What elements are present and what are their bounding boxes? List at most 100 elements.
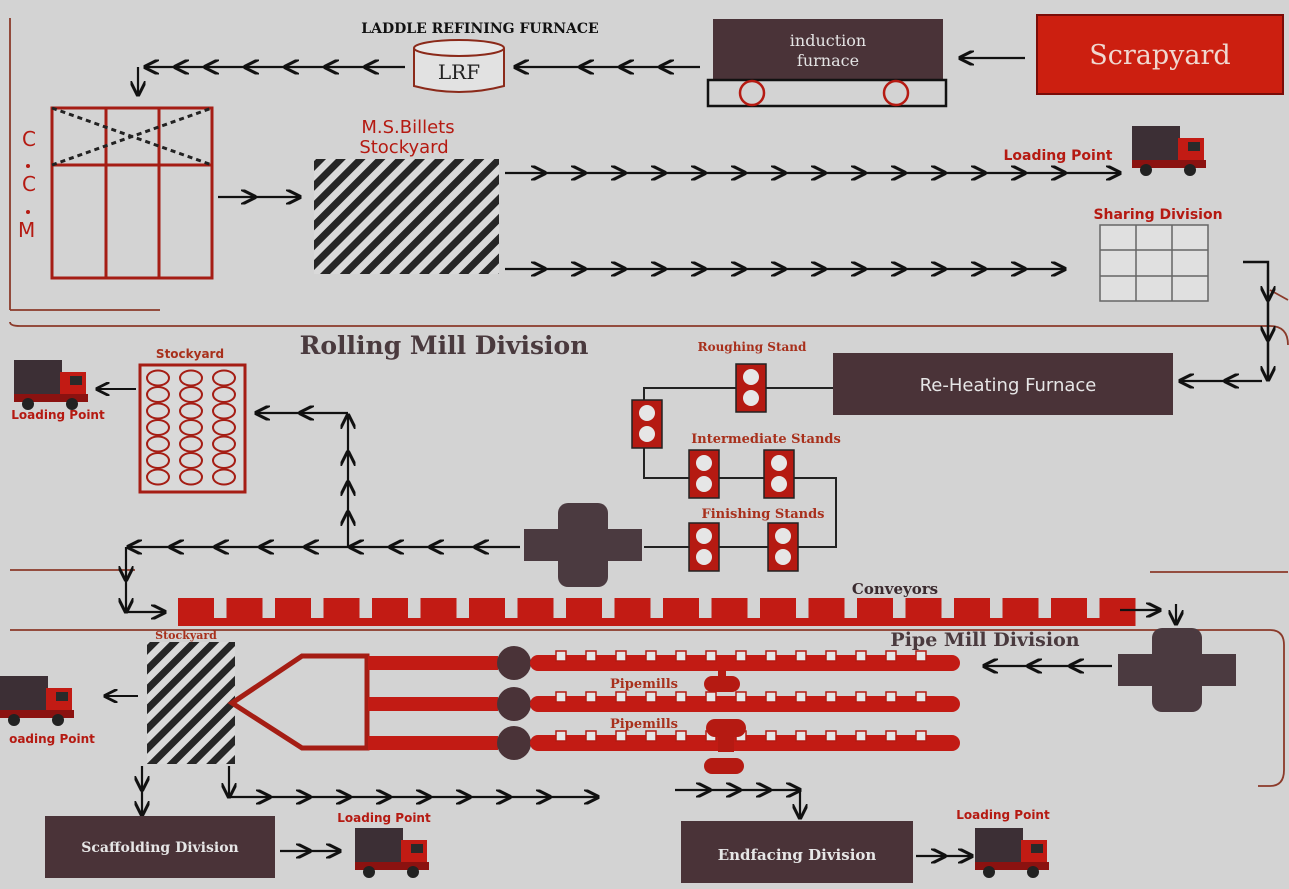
endfacing-division-box [681, 821, 913, 883]
pipemill-funnel [227, 653, 370, 751]
coil-icon [179, 435, 203, 453]
coil-icon [146, 386, 170, 403]
coil-icon [179, 402, 203, 420]
ccm-letter-c2: C [22, 172, 36, 196]
pipe-tooth [705, 650, 717, 662]
truck-icon-pipe [0, 676, 74, 726]
pipe-tooth [825, 691, 837, 703]
conveyor-base [178, 618, 1114, 626]
pipe-feed [368, 656, 498, 670]
billets-title-2: Stockyard [359, 137, 448, 158]
pipe-tooth [795, 730, 807, 742]
sharing-division-label: Sharing Division [1093, 207, 1222, 223]
rolling-output-arrows [126, 413, 520, 612]
intermediate-stands-label: Intermediate Stands [691, 432, 841, 447]
coil-icon [146, 452, 170, 469]
pipe-tooth [885, 650, 897, 662]
ccm-letter-c1: C [22, 127, 36, 151]
rolling-mill-title: Rolling Mill Division [300, 331, 589, 360]
pipe-roller [497, 687, 531, 721]
coil-icon [212, 435, 236, 453]
billets-stockyard-hatch [314, 159, 499, 274]
scaffolding-division-box [45, 816, 275, 878]
lrf-heading: LADDLE REFINING FURNACE [361, 21, 598, 37]
rolling-stockyard-label: Stockyard [156, 347, 224, 361]
endfacing-division-label: Endfacing Division [718, 846, 877, 864]
pipe-tooth [855, 650, 867, 662]
stand-wiring [643, 387, 837, 548]
roughing-stand-label: Roughing Stand [698, 340, 807, 354]
pipe-roller [497, 646, 531, 680]
pipe-tooth [825, 730, 837, 742]
finishing-stand-1 [688, 522, 720, 572]
coil-icon [212, 468, 236, 486]
reheating-furnace-box [833, 353, 1173, 415]
pipe-tooth [765, 650, 777, 662]
pipe-tooth [555, 691, 567, 703]
pipe-tooth [585, 650, 597, 662]
coil-icon [179, 386, 203, 403]
coil-icon [146, 419, 170, 436]
coil-icon [212, 402, 236, 420]
pipe-stockyard-hatch [147, 642, 235, 764]
pipe-tooth [885, 730, 897, 742]
pipe-feed [368, 736, 498, 750]
conveyor-belt [178, 598, 1136, 626]
truck-icon-rolling [14, 360, 88, 410]
intermediate-stand-1 [688, 449, 720, 499]
pipemills-label-1: Pipemills [610, 677, 678, 692]
finishing-stand-2 [767, 522, 799, 572]
pipe-tooth [645, 650, 657, 662]
pipe-tooth [645, 730, 657, 742]
pipe-tooth [555, 650, 567, 662]
pipe-tooth [885, 691, 897, 703]
coil-icon [146, 468, 170, 486]
scrapyard-box [1036, 14, 1284, 95]
coil-icon [146, 369, 170, 387]
loading-point-rolling-label: Loading Point [11, 408, 105, 422]
pipemill-valves [704, 670, 746, 774]
pipe-bottom-arrows [142, 766, 800, 818]
ccm-unit [50, 106, 214, 280]
loading-point-top-label: Loading Point [1003, 148, 1112, 164]
coil-icon [179, 452, 203, 469]
pipe-tooth [555, 730, 567, 742]
pipe-mill-title: Pipe Mill Division [890, 629, 1079, 651]
induction-furnace [706, 19, 948, 108]
pipe-tooth [615, 730, 627, 742]
pipe-tooth [585, 730, 597, 742]
billets-title-1: M.S.Billets [361, 117, 454, 138]
coil-icon [179, 369, 203, 387]
pipe-tooth [795, 691, 807, 703]
pipe-tooth [645, 691, 657, 703]
conveyors-label: Conveyors [852, 580, 938, 598]
sharing-to-reheating-line [1243, 260, 1270, 378]
pipe-tooth [825, 650, 837, 662]
coil-icon [179, 468, 203, 486]
pipe-tooth [585, 691, 597, 703]
coil-icon [212, 386, 236, 403]
pipe-line [530, 696, 960, 712]
pipe-line [530, 655, 960, 671]
rolling-cutter-cross [524, 503, 642, 587]
sharing-division-grid [1099, 224, 1209, 302]
coil-icon [146, 402, 170, 420]
pipe-tooth [765, 691, 777, 703]
pipe-tooth [855, 730, 867, 742]
reheating-furnace-label: Re-Heating Furnace [920, 375, 1097, 396]
pipe-stockyard-label: Stockyard [155, 629, 217, 642]
loading-point-pipe-label: oading Point [9, 732, 95, 746]
lrf-vessel [413, 39, 505, 93]
pipe-tooth [795, 650, 807, 662]
roughing-stand [735, 363, 767, 413]
coil-icon [212, 419, 236, 436]
pipe-tooth [615, 691, 627, 703]
pipe-feed [368, 697, 498, 711]
induction-label-1: induction [790, 31, 866, 50]
scrapyard-label: Scrapyard [1089, 40, 1230, 71]
pipe-line [530, 735, 960, 751]
coil-icon [179, 419, 203, 436]
pipe-tooth [855, 691, 867, 703]
